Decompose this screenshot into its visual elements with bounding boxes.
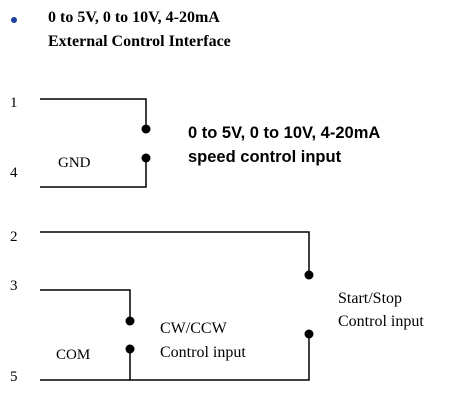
contact-dot-cwccw-top xyxy=(125,316,135,326)
contact-dot-startstop-bottom xyxy=(304,329,314,339)
contact-dot-speed-top xyxy=(141,124,151,134)
wire-terminal-4 xyxy=(40,159,147,188)
wire-terminal-2 xyxy=(40,231,310,273)
wire-terminal-3 xyxy=(40,289,131,320)
terminal-3-label: 3 xyxy=(10,278,18,294)
header-line-1: 0 to 5V, 0 to 10V, 4-20mA xyxy=(48,9,220,26)
terminal-5-label: 5 xyxy=(10,369,18,385)
com-label: COM xyxy=(56,347,90,363)
contact-dot-speed-bottom xyxy=(141,153,151,163)
speed-label-line-1: 0 to 5V, 0 to 10V, 4-20mA xyxy=(188,124,380,142)
terminal-2-label: 2 xyxy=(10,229,18,245)
speed-label-line-2: speed control input xyxy=(188,148,342,166)
cwccw-label-line-2: Control input xyxy=(160,344,246,361)
bullet-icon xyxy=(11,17,17,23)
wire-terminal-5 xyxy=(129,335,310,381)
gnd-label: GND xyxy=(58,155,91,171)
direction-wiring xyxy=(40,231,310,381)
wire-terminal-1 xyxy=(40,98,147,127)
startstop-label-line-2: Control input xyxy=(338,313,424,330)
contact-dot-cwccw-bottom xyxy=(125,344,135,354)
terminal-1-label: 1 xyxy=(10,95,18,111)
speed-control-wiring xyxy=(40,98,147,188)
terminal-4-label: 4 xyxy=(10,165,18,181)
header-line-2: External Control Interface xyxy=(48,33,231,50)
startstop-label-line-1: Start/Stop xyxy=(338,290,402,307)
contact-dot-startstop-top xyxy=(304,270,314,280)
cwccw-label-line-1: CW/CCW xyxy=(160,320,228,337)
